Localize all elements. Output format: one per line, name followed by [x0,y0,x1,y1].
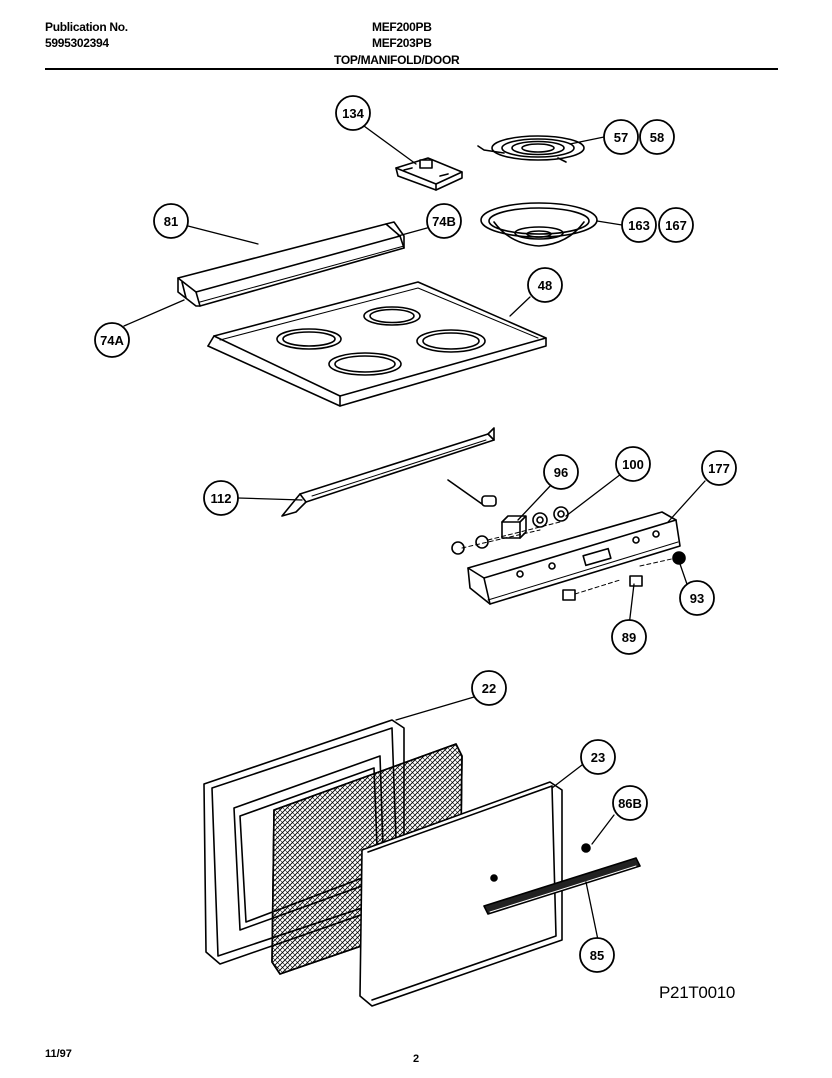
leader-lines [123,125,706,941]
callout-177: 177 [701,450,737,486]
callout-81: 81 [153,203,189,239]
svg-text:89: 89 [622,630,636,645]
part-57-58-burner-element [477,135,585,163]
callout-57: 57 [603,119,639,155]
footer-date: 11/97 [45,1048,72,1060]
part-85-door-handle [483,857,641,915]
svg-text:167: 167 [665,218,687,233]
svg-text:93: 93 [690,591,704,606]
header-rule [45,68,778,70]
svg-text:23: 23 [591,750,605,765]
callout-58: 58 [639,119,675,155]
callout-134: 134 [335,95,371,131]
publication-number: 5995302394 [45,36,109,50]
part-23-outer-door-panel [359,781,563,1007]
callout-74a: 74A [94,322,130,358]
callout-85: 85 [579,937,615,973]
section-title: TOP/MANIFOLD/DOOR [334,53,460,67]
callout-48: 48 [527,267,563,303]
model-number-2: MEF203PB [372,36,432,50]
svg-text:177: 177 [708,461,730,476]
svg-text:57: 57 [614,130,628,145]
footer-page-number: 2 [413,1053,420,1065]
svg-text:81: 81 [164,214,178,229]
callout-100: 100 [615,446,651,482]
callout-22: 22 [471,670,507,706]
callout-89: 89 [611,619,647,655]
callout-167: 167 [658,207,694,243]
callout-74b: 74B [426,203,462,239]
svg-text:22: 22 [482,681,496,696]
svg-text:86B: 86B [618,796,642,811]
part-134-bracket [395,157,463,191]
part-163-167-drip-bowl [480,202,598,247]
svg-text:74B: 74B [432,214,456,229]
svg-text:134: 134 [342,106,364,121]
part-96-100-controls [447,479,686,601]
svg-text:112: 112 [211,491,232,506]
svg-text:96: 96 [554,465,568,480]
diagram-reference-code: P21T0010 [659,983,736,1002]
svg-text:85: 85 [590,948,604,963]
svg-text:74A: 74A [100,333,124,348]
part-177-control-panel [467,511,681,605]
callout-96: 96 [543,454,579,490]
callout-93: 93 [679,580,715,616]
model-number-1: MEF200PB [372,20,432,34]
callout-112: 112 [203,480,239,516]
svg-text:48: 48 [538,278,552,293]
part-112-manifold-bracket [281,427,495,517]
publication-label: Publication No. [45,20,128,34]
part-81-manifold-bar [177,221,405,307]
callout-163: 163 [621,207,657,243]
part-48-cooktop [207,281,547,407]
svg-text:100: 100 [622,457,644,472]
callout-23: 23 [580,739,616,775]
svg-text:58: 58 [650,130,664,145]
callout-86b: 86B [612,785,648,821]
svg-text:163: 163 [628,218,650,233]
part-86b-screw [581,843,591,853]
